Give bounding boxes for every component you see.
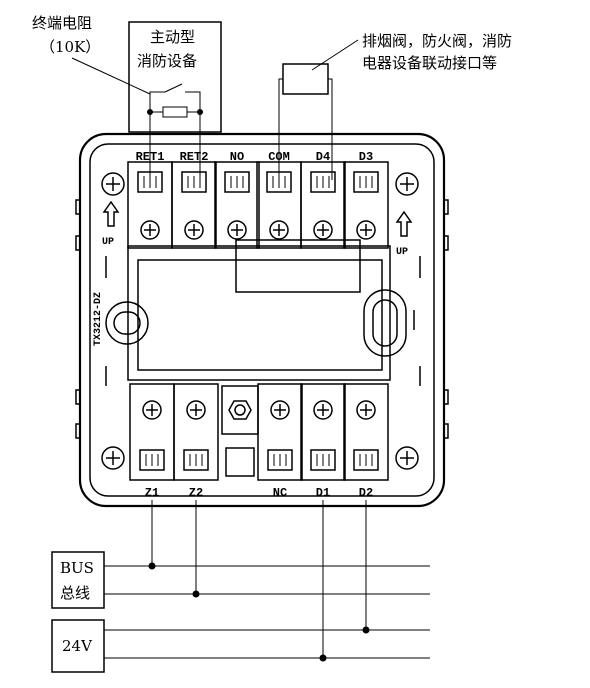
resistor-symbol xyxy=(162,106,188,118)
device-label-line1: 主动型 xyxy=(150,28,195,46)
linkage-leader-line xyxy=(311,39,359,71)
junction-dot xyxy=(362,626,370,634)
terminal-label-d1: D1 xyxy=(316,486,330,500)
switch-symbol xyxy=(149,83,201,112)
corner-screw-top-left xyxy=(101,172,125,196)
active-device-box xyxy=(128,21,222,133)
terminal-z1: Z1 xyxy=(129,383,175,500)
terminal-label-d3: D3 xyxy=(359,150,373,164)
terminal-d4: D4 xyxy=(300,150,346,249)
bottom-terminal-block: Z1 Z2 NC D1 D2 xyxy=(129,383,389,500)
junction-dot xyxy=(192,590,200,598)
power-box xyxy=(51,619,105,673)
terminal-label-no: NO xyxy=(230,150,244,164)
right-mounting-slot xyxy=(363,289,407,357)
corner-screw-top-right xyxy=(395,172,419,196)
terminal-d3: D3 xyxy=(343,150,389,249)
up-arrow-icon xyxy=(395,210,413,237)
terminal-label-nc: NC xyxy=(273,486,287,500)
terminal-label-z1: Z1 xyxy=(145,486,159,500)
terminal-d2: D2 xyxy=(343,383,389,500)
jumper-loop xyxy=(235,239,361,293)
resistor-label-line2: （10K） xyxy=(40,38,100,56)
up-label-right: UP xyxy=(396,247,408,258)
junction-dot xyxy=(148,562,156,570)
junction-dot xyxy=(319,654,327,662)
terminal-nc: NC xyxy=(257,383,303,500)
device-label-line2: 消防设备 xyxy=(137,52,197,70)
bus-label: BUS xyxy=(60,559,94,577)
corner-screw-bottom-right xyxy=(395,446,419,470)
terminal-ret2: RET2 xyxy=(171,150,217,249)
center-cavity xyxy=(127,245,391,381)
module-inner-housing xyxy=(89,143,435,497)
center-cavity-inner xyxy=(137,259,383,371)
terminal-no: NO xyxy=(214,150,260,249)
up-arrow-icon xyxy=(102,200,120,227)
resistor-leader-line xyxy=(71,57,151,95)
terminal-label-ret2: RET2 xyxy=(180,150,209,164)
terminal-d1: D1 xyxy=(300,383,346,500)
left-mounting-slot xyxy=(105,301,149,345)
module-outer-housing xyxy=(78,132,446,508)
linkage-label-line1: 排烟阀，防火阀，消防 xyxy=(362,32,512,50)
wire-com xyxy=(278,78,283,180)
resistor-label-line1: 终端电阻 xyxy=(32,14,92,32)
hex-nut-icon xyxy=(221,385,259,477)
terminal-label-z2: Z2 xyxy=(189,486,203,500)
bus-label-cn: 总线 xyxy=(60,584,90,602)
power-label: 24V xyxy=(62,637,93,655)
bus-box xyxy=(51,551,105,609)
terminal-label-d4: D4 xyxy=(316,150,330,164)
wire-d4 xyxy=(328,78,333,180)
linkage-label-line2: 电器设备联动接口等 xyxy=(362,54,497,72)
model-label: TX3212-DZ xyxy=(93,292,104,346)
corner-screw-bottom-left xyxy=(101,446,125,470)
terminal-label-d2: D2 xyxy=(359,486,373,500)
up-label-left: UP xyxy=(102,237,114,248)
terminal-z2: Z2 xyxy=(173,383,219,500)
linkage-device-box xyxy=(282,63,329,95)
